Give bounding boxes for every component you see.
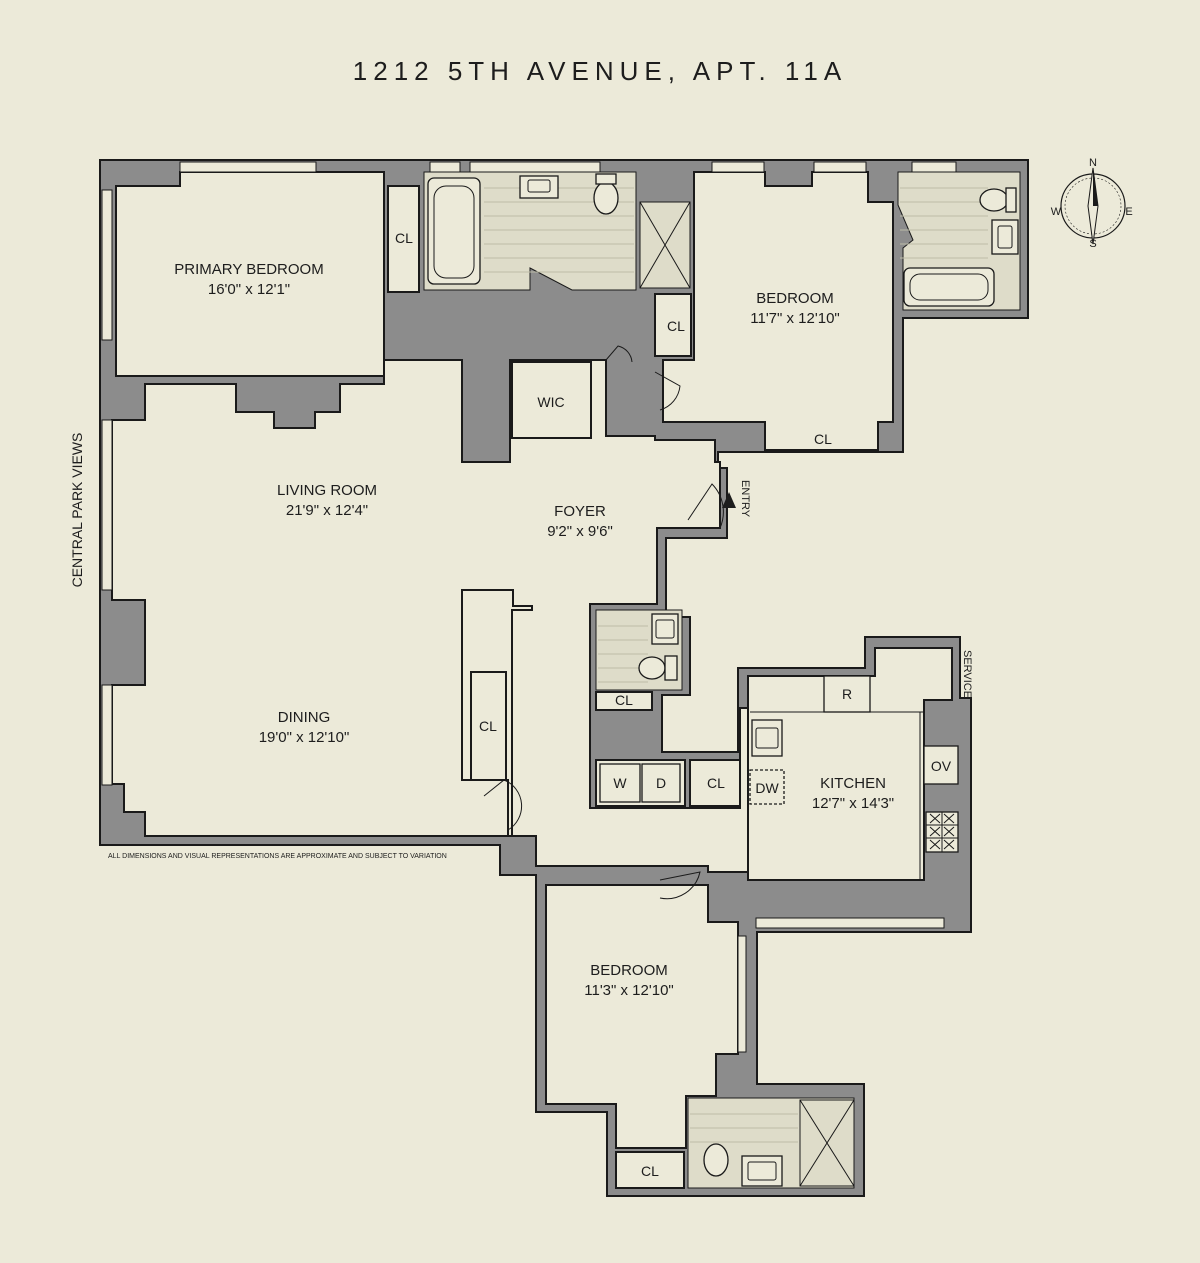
sink-ne <box>991 219 1019 255</box>
window-bath-2 <box>469 161 601 173</box>
closet-label-ne-small: CL <box>667 318 685 334</box>
closet-label-dining: CL <box>479 718 497 734</box>
window-primary <box>179 161 317 173</box>
foyer-name: FOYER <box>554 503 606 520</box>
closet-label-powder: CL <box>615 692 633 708</box>
closet-label-primary: CL <box>395 230 413 246</box>
compass-s: S <box>1089 238 1096 250</box>
dryer-label: D <box>656 775 666 791</box>
bathtub-primary <box>427 177 481 285</box>
dining-name: DINING <box>278 709 331 726</box>
door-primary <box>605 345 633 363</box>
vanity-primary <box>519 175 559 199</box>
entry-label: ENTRY <box>739 480 751 518</box>
views-label: CENTRAL PARK VIEWS <box>69 433 85 588</box>
window-ne-bed-1 <box>711 161 765 173</box>
ne-closet-small <box>654 293 692 357</box>
bedroom-ne-name: BEDROOM <box>756 290 834 307</box>
window-primary-west <box>101 189 113 341</box>
washer-label: W <box>613 775 627 791</box>
dining-dims: 19'0" x 12'10" <box>259 729 350 746</box>
sink-s <box>741 1155 783 1187</box>
living-room-name: LIVING ROOM <box>277 482 377 499</box>
refrigerator-label: R <box>842 686 852 702</box>
ne-bedroom-floor <box>662 171 894 451</box>
compass-w: W <box>1051 206 1062 218</box>
disclaimer: ALL DIMENSIONS AND VISUAL REPRESENTATION… <box>108 853 447 860</box>
wic-floor <box>511 361 592 439</box>
foyer-dims: 9'2" x 9'6" <box>547 523 613 540</box>
window-s-bed <box>737 935 747 1053</box>
living-room-dims: 21'9" x 12'4" <box>286 502 368 519</box>
kitchen-closet-floor <box>689 759 741 807</box>
dishwasher-label: DW <box>755 780 779 796</box>
oven-label: OV <box>931 758 952 774</box>
primary-closet-floor <box>387 185 420 293</box>
s-bedroom-floor <box>545 884 739 1149</box>
primary-bedroom-floor <box>115 171 385 377</box>
door-dining <box>483 779 523 831</box>
plan-title: 1212 5TH AVENUE, APT. 11A <box>352 56 848 86</box>
window-kitchen <box>755 917 945 929</box>
compass-rose-icon: N E S W <box>1051 157 1133 250</box>
window-ne-bath <box>911 161 957 173</box>
bedroom-s-name: BEDROOM <box>590 962 668 979</box>
toilet-powder <box>638 656 666 680</box>
window-living <box>101 419 113 591</box>
primary-bedroom-name: PRIMARY BEDROOM <box>174 261 323 278</box>
door-entry[interactable] <box>687 483 724 529</box>
closet-label-s: CL <box>641 1163 659 1179</box>
s-closet-floor <box>615 1151 685 1189</box>
entry-arrow-icon <box>722 492 736 508</box>
toilet-s <box>703 1143 729 1177</box>
toilet-primary <box>593 181 619 215</box>
bedroom-ne-dims: 11'7" x 12'10" <box>750 310 840 327</box>
wic-label: WIC <box>537 394 564 410</box>
kitchen-name: KITCHEN <box>820 775 886 792</box>
kitchen-dims: 12'7" x 14'3" <box>812 795 894 812</box>
closet-label-kitchen: CL <box>707 775 725 791</box>
washer <box>599 763 641 803</box>
powder-closet-floor <box>595 691 653 711</box>
window-dining <box>101 684 113 786</box>
compass-e: E <box>1125 206 1132 218</box>
kitchen-sink <box>751 719 783 757</box>
window-bath-1 <box>429 161 461 173</box>
dishwasher <box>749 769 785 805</box>
closet-label-ne: CL <box>814 431 832 447</box>
compass-n: N <box>1089 157 1097 169</box>
window-ne-bed-2 <box>813 161 867 173</box>
bedroom-s-dims: 11'3" x 12'10" <box>584 982 674 999</box>
bathtub-ne <box>903 267 995 307</box>
door-ne-bed <box>654 371 681 411</box>
primary-bedroom-dims: 16'0" x 12'1" <box>208 281 290 298</box>
service-label: SERVICE <box>961 650 973 698</box>
toilet-ne <box>979 188 1009 212</box>
oven <box>923 745 959 785</box>
dryer <box>641 763 681 803</box>
dining-closet-floor <box>470 671 507 781</box>
door-s-bed <box>659 871 701 900</box>
